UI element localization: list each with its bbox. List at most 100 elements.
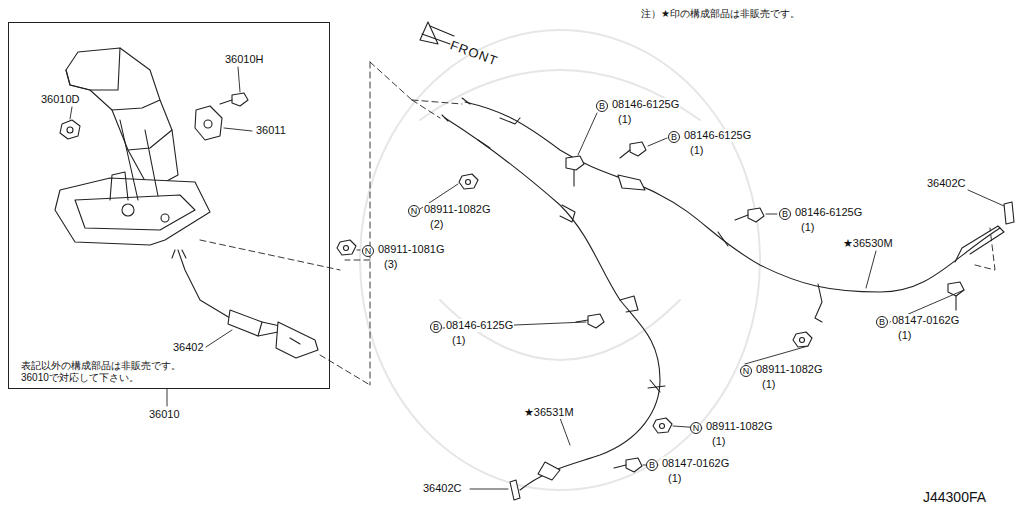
drawing-stroke (172, 250, 186, 258)
drawing-stroke (459, 174, 478, 189)
drawing-stroke (793, 332, 812, 347)
drawing-stroke (320, 355, 370, 385)
drawing-stroke (955, 296, 956, 310)
drawing-stroke (345, 260, 370, 261)
symbol-letter: B (596, 100, 608, 112)
drawing-stroke (161, 214, 169, 222)
callout-number: (1) (451, 334, 466, 347)
drawing-stroke (462, 98, 520, 124)
symbol-letter: N (408, 205, 420, 217)
callout-number: ★36530M (842, 237, 894, 250)
drawing-stroke (648, 138, 667, 146)
drawing-stroke (955, 226, 1004, 262)
callout-number: 08911-1082G (705, 420, 773, 433)
callout-number: 36402C (422, 482, 463, 495)
symbol-letter: B (668, 131, 680, 143)
callout-number: 08147-0162G (891, 314, 960, 327)
drawing-stroke (238, 67, 240, 92)
symbol-letter: B (876, 316, 888, 328)
drawing-stroke (560, 205, 575, 222)
drawing-stroke (66, 48, 120, 90)
drawing-stroke (67, 127, 73, 133)
drawing-stroke (718, 232, 728, 246)
drawing-stroke (337, 240, 356, 255)
front-arrow (420, 22, 454, 44)
drawing-stroke (276, 322, 318, 358)
callout-number: 08911-1082G (423, 203, 491, 216)
note-text: 注）★印の構成部品は非販売です。 (640, 7, 801, 20)
drawing-stroke (60, 120, 80, 139)
drawing-stroke (560, 418, 570, 445)
drawing-stroke (573, 170, 574, 186)
drawing-stroke (128, 130, 172, 150)
callout-number: 36010D (40, 93, 81, 106)
drawing-stroke (290, 338, 300, 344)
callout-number: 08147-0162G (661, 457, 730, 470)
fasteners (337, 142, 1014, 500)
drawing-stroke (110, 172, 128, 200)
cable-36530m (462, 98, 1004, 322)
drawing-stroke (178, 250, 230, 318)
drawing-stroke (618, 175, 645, 190)
drawing-stroke (620, 296, 638, 312)
drawing-stroke (800, 338, 805, 343)
drawing-stroke (232, 93, 248, 106)
callout-number: 08146-6125G (611, 98, 680, 111)
callout-number: (1) (617, 113, 632, 126)
drawing-stroke (120, 120, 158, 200)
drawing-stroke (968, 190, 1004, 206)
drawing-stroke (470, 489, 508, 490)
drawing-stroke (422, 26, 454, 44)
drawing-stroke (630, 142, 646, 156)
drawing-stroke (412, 100, 462, 104)
drawing-stroke (167, 389, 168, 406)
drawing-stroke (766, 214, 777, 215)
drawing-stroke (224, 128, 252, 131)
symbol-letter: B (430, 321, 442, 333)
figure-code: J44300FA (922, 489, 987, 505)
callout-number: 08146-6125G (794, 206, 863, 219)
drawing-stroke (815, 284, 822, 322)
drawing-stroke (112, 100, 160, 110)
callout-number: ★36531M (523, 406, 575, 419)
callout-number: 36010H (224, 53, 265, 66)
assembly-box: 表記以外の構成部品は非販売です。 36010で対応して下さい。36010 (8, 22, 330, 389)
drawing-stroke (420, 22, 438, 44)
callout-number: (1) (711, 435, 726, 448)
drawing-stroke (344, 246, 349, 251)
drawing-stroke (206, 330, 232, 347)
drawing-stroke (748, 208, 764, 222)
drawing-stroke (200, 240, 340, 270)
drawing-stroke (204, 120, 212, 128)
callout-number: (1) (689, 144, 704, 157)
drawing-stroke (66, 48, 178, 190)
drawing-stroke (370, 62, 371, 385)
guide-lines (200, 62, 995, 385)
drawing-stroke (660, 424, 665, 429)
note-text: 表記以外の構成部品は非販売です。 36010で対応して下さい。 (21, 360, 211, 384)
drawing-stroke (122, 204, 134, 216)
lever-assembly (55, 48, 318, 358)
drawing-stroke (648, 380, 665, 392)
drawing-stroke (466, 180, 471, 185)
drawing-stroke (220, 100, 232, 104)
symbol-letter: N (740, 365, 752, 377)
drawing-stroke (866, 251, 876, 288)
symbol-letter: B (779, 208, 791, 220)
callout-number: 08146-6125G (683, 129, 752, 142)
drawing-stroke (55, 178, 210, 245)
callout-number: (3) (383, 258, 398, 271)
leader-lines (70, 67, 1004, 489)
drawing-stroke (538, 462, 560, 480)
callout-number: (1) (667, 472, 682, 485)
symbol-letter: N (362, 245, 374, 257)
drawing-stroke (228, 310, 262, 336)
drawing-stroke (566, 156, 584, 170)
callout-number: (1) (897, 329, 912, 342)
callout-number: 08146-6125G (445, 319, 514, 332)
callout-number: (1) (800, 221, 815, 234)
drawing-stroke (360, 30, 760, 490)
drawing-stroke (357, 250, 360, 251)
drawing-stroke (620, 150, 630, 158)
